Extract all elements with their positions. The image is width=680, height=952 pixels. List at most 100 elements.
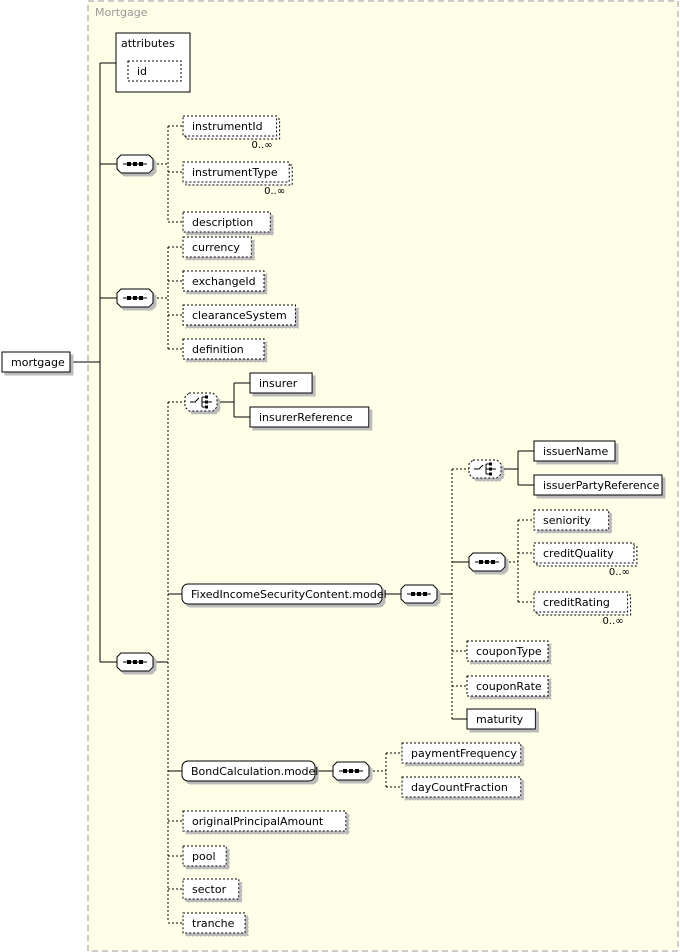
element-label: seniority — [543, 514, 591, 527]
sequence-dot — [127, 162, 131, 166]
choice-switch — [474, 464, 484, 470]
element-box — [182, 270, 265, 292]
element-clearanceSystem[interactable]: clearanceSystem — [182, 304, 296, 326]
sequence-dot — [133, 162, 137, 166]
element-label: FixedIncomeSecurityContent.model — [191, 588, 387, 601]
element-box — [533, 474, 663, 496]
element-box — [401, 776, 522, 798]
group-bond-calculation-model[interactable]: BondCalculation.model — [181, 760, 318, 782]
sequence-dot — [479, 560, 483, 564]
sequence-dot — [417, 592, 421, 596]
attributes-box: attributes id — [115, 32, 191, 93]
element-label: creditRating — [543, 596, 610, 609]
element-tranche[interactable]: tranche — [182, 912, 246, 934]
element-box — [182, 236, 252, 258]
sequence-bond-calculation[interactable] — [332, 761, 370, 781]
choice-dot — [205, 405, 208, 409]
element-box — [182, 912, 246, 934]
element-issuerPartyReference[interactable]: issuerPartyReference — [533, 474, 663, 496]
element-box — [182, 304, 296, 326]
element-box — [182, 211, 271, 233]
sequence-compositor-3[interactable] — [116, 652, 154, 672]
choice-dot — [205, 395, 208, 399]
element-label: sector — [192, 883, 227, 896]
attributes-title: attributes — [121, 37, 175, 50]
sequence-dot — [491, 560, 495, 564]
sequence-dot — [485, 560, 489, 564]
sequence-dot — [343, 769, 347, 773]
element-box — [466, 675, 549, 697]
element-label: instrumentId — [192, 120, 263, 133]
sequence-dot — [139, 296, 143, 300]
nodes: mortgageattributesidinstrumentId0..∞inst… — [1, 32, 663, 934]
element-label: maturity — [476, 713, 524, 726]
element-label: instrumentType — [192, 166, 278, 179]
attribute-id[interactable]: id — [127, 60, 182, 82]
element-description[interactable]: description — [182, 211, 271, 233]
attribute-label: id — [137, 65, 147, 78]
element-originalPrincipalAmount[interactable]: originalPrincipalAmount — [182, 810, 347, 832]
sequence-compositor-1[interactable] — [116, 154, 154, 174]
element-box — [533, 591, 629, 613]
group-fixed-income-model[interactable]: FixedIncomeSecurityContent.model — [181, 583, 387, 605]
element-label: description — [192, 216, 253, 229]
sequence-dot — [139, 162, 143, 166]
element-exchangeId[interactable]: exchangeId — [182, 270, 265, 292]
choice-branches — [485, 463, 496, 475]
sequence-fixed-income[interactable] — [400, 584, 438, 604]
element-couponRate[interactable]: couponRate — [466, 675, 549, 697]
root-element-mortgage[interactable]: mortgage — [1, 351, 71, 373]
element-label: insurer — [259, 377, 298, 390]
element-box — [249, 406, 370, 428]
choice-dot — [489, 467, 492, 471]
sequence-dot — [133, 660, 137, 664]
attribute-box — [127, 60, 182, 82]
element-definition[interactable]: definition — [182, 338, 265, 360]
group-title: Mortgage — [95, 6, 148, 19]
element-currency[interactable]: currency — [182, 236, 252, 258]
sequence-compositor-2[interactable] — [116, 288, 154, 308]
element-box — [1, 351, 71, 373]
sequence-dot — [127, 296, 131, 300]
sequence-dot — [349, 769, 353, 773]
choice-insurer[interactable] — [184, 392, 218, 412]
element-box — [182, 161, 290, 183]
element-box — [182, 845, 227, 867]
element-label: couponRate — [476, 680, 542, 693]
element-insurerReference[interactable]: insurerReference — [249, 406, 370, 428]
choice-switch — [190, 397, 200, 403]
element-label: exchangeId — [192, 275, 256, 288]
connectors — [70, 62, 534, 924]
element-paymentFrequency[interactable]: paymentFrequency — [401, 742, 522, 764]
element-dayCountFraction[interactable]: dayCountFraction — [401, 776, 522, 798]
element-couponType[interactable]: couponType — [466, 640, 549, 662]
choice-dot — [205, 400, 208, 404]
element-maturity[interactable]: maturity — [466, 708, 536, 730]
sequence-dot — [411, 592, 415, 596]
element-label: creditQuality — [543, 547, 614, 560]
choice-dot — [489, 472, 492, 476]
occurrence-label: 0..∞ — [609, 567, 630, 578]
element-pool[interactable]: pool — [182, 845, 227, 867]
element-label: paymentFrequency — [411, 747, 517, 760]
element-sector[interactable]: sector — [182, 878, 240, 900]
choice-issuer[interactable] — [468, 459, 502, 479]
sequence-credit[interactable] — [468, 552, 506, 572]
element-instrumentId[interactable]: instrumentId 0..∞ — [182, 115, 281, 151]
element-insurer[interactable]: insurer — [249, 372, 313, 394]
element-seniority[interactable]: seniority — [533, 509, 610, 531]
element-label: mortgage — [11, 356, 65, 369]
sequence-dot — [127, 660, 131, 664]
element-box — [249, 372, 313, 394]
element-box — [466, 708, 536, 730]
element-issuerName[interactable]: issuerName — [533, 440, 616, 462]
element-creditQuality[interactable]: creditQuality 0..∞ — [533, 542, 638, 578]
sequence-dot — [133, 296, 137, 300]
element-label: couponType — [476, 645, 542, 658]
occurrence-label: 0..∞ — [252, 140, 273, 151]
element-box — [182, 810, 347, 832]
element-label: currency — [192, 241, 240, 254]
